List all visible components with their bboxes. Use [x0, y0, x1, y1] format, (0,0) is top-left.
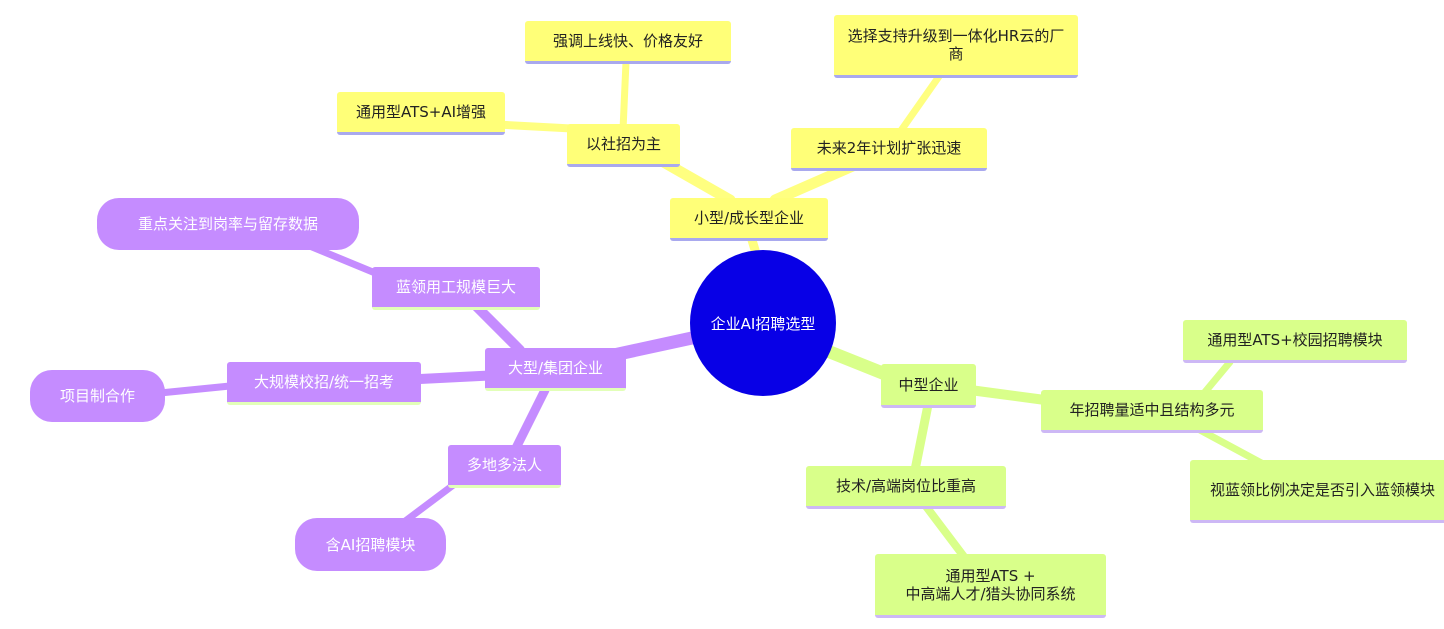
node-multi-entity[interactable]: 多地多法人 [448, 445, 561, 488]
node-fast-cheap[interactable]: 强调上线快、价格友好 [525, 21, 731, 64]
node-ats-ai[interactable]: 通用型ATS+AI增强 [337, 92, 505, 135]
node-expansion[interactable]: 未来2年计划扩张迅速 [791, 128, 987, 171]
node-large-enterprise[interactable]: 大型/集团企业 [485, 348, 626, 391]
node-headhunter-system[interactable]: 通用型ATS + 中高端人才/猎头协同系统 [875, 554, 1106, 618]
node-medium-enterprise[interactable]: 中型企业 [881, 364, 976, 408]
node-moderate-volume[interactable]: 年招聘量适中且结构多元 [1041, 390, 1263, 433]
node-retention-focus[interactable]: 重点关注到岗率与留存数据 [97, 198, 359, 250]
node-mass-campus[interactable]: 大规模校招/统一招考 [227, 362, 421, 405]
node-bluecollar-module[interactable]: 视蓝领比例决定是否引入蓝领模块 [1190, 460, 1444, 523]
node-ai-module[interactable]: 含AI招聘模块 [295, 518, 446, 571]
root-node[interactable]: 企业AI招聘选型 [690, 250, 836, 396]
node-project-cooperation[interactable]: 项目制合作 [30, 370, 165, 422]
node-hr-cloud[interactable]: 选择支持升级到一体化HR云的厂商 [834, 15, 1078, 78]
node-small-enterprise[interactable]: 小型/成长型企业 [670, 198, 828, 241]
node-headhunter-line1: 通用型ATS + [945, 566, 1036, 585]
node-tech-highend[interactable]: 技术/高端岗位比重高 [806, 466, 1006, 509]
node-headhunter-line2: 中高端人才/猎头协同系统 [905, 584, 1076, 603]
root-label: 企业AI招聘选型 [710, 314, 816, 333]
node-bluecollar-scale[interactable]: 蓝领用工规模巨大 [372, 267, 540, 310]
node-campus-module[interactable]: 通用型ATS+校园招聘模块 [1183, 320, 1407, 363]
node-social-recruiting[interactable]: 以社招为主 [567, 124, 680, 167]
